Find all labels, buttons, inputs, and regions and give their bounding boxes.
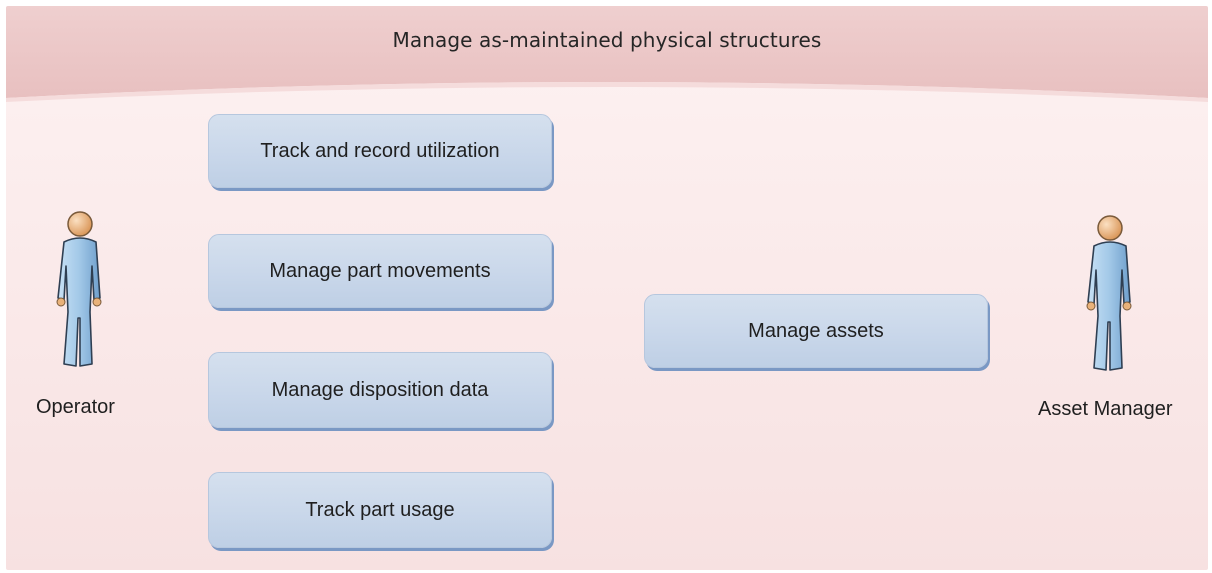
operator-actor[interactable] — [42, 206, 122, 376]
asset-manager-label: Asset Manager — [1038, 398, 1173, 420]
process-track-part-usage[interactable]: Track part usage — [208, 472, 552, 548]
person-icon — [56, 211, 102, 367]
person-icon — [1086, 215, 1132, 371]
asset-manager-actor[interactable] — [1072, 210, 1152, 380]
process-manage-part-movements[interactable]: Manage part movements — [208, 234, 552, 308]
process-track-and-record-utilization[interactable]: Track and record utilization — [208, 114, 552, 188]
title-banner: Manage as-maintained physical structures — [6, 6, 1208, 106]
process-manage-disposition-data[interactable]: Manage disposition data — [208, 352, 552, 428]
operator-label: Operator — [36, 396, 115, 418]
banner-shape — [6, 6, 1208, 102]
process-manage-assets[interactable]: Manage assets — [644, 294, 988, 368]
diagram-canvas: Manage as-maintained physical structures… — [6, 6, 1208, 570]
diagram-title: Manage as-maintained physical structures — [392, 28, 822, 52]
